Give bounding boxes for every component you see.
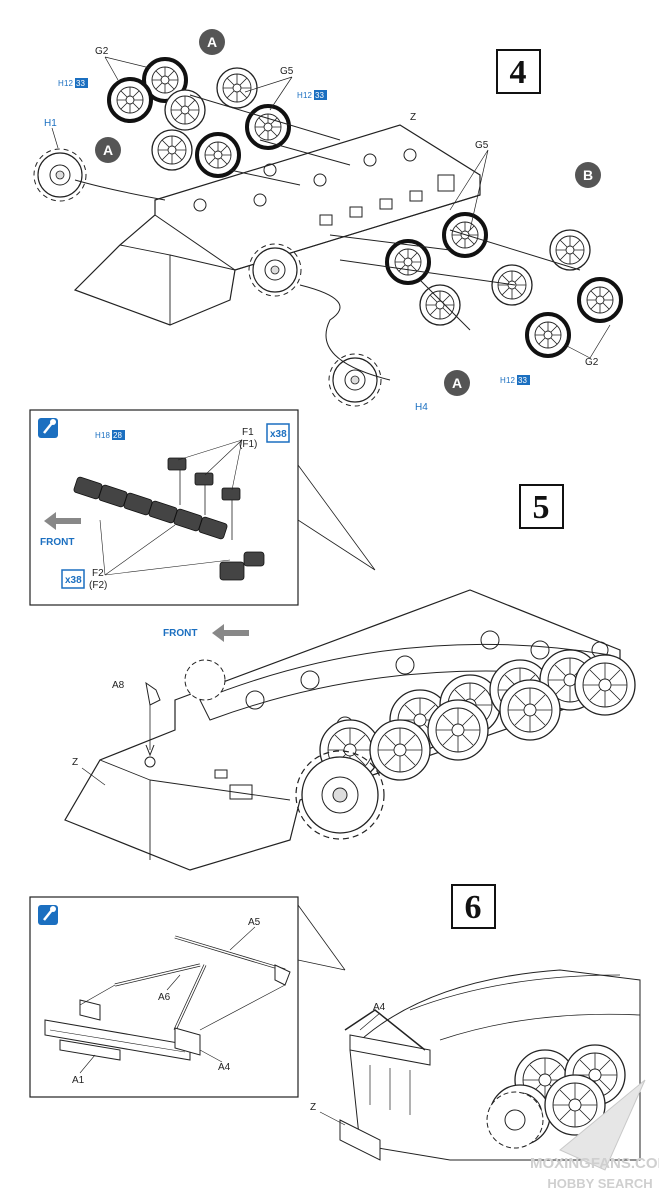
step-4-hull (73, 124, 481, 326)
label-front-inset: FRONT (40, 537, 74, 548)
step-5-box: 5 (519, 484, 564, 529)
label-f1: F1 (242, 427, 254, 438)
svg-text:B: B (583, 167, 593, 183)
label-z-step6: Z (310, 1102, 316, 1113)
svg-text:33: 33 (315, 91, 324, 100)
watermark-line2: HOBBY SEARCH (547, 1176, 652, 1191)
label-front: FRONT (163, 628, 197, 639)
step-6-hull: A4 Z (310, 969, 641, 1161)
label-f1-paren: (F1) (239, 439, 257, 450)
step-6-number: 6 (465, 889, 482, 926)
label-f2: F2 (92, 568, 104, 579)
svg-text:H: H (297, 91, 303, 100)
step-5-labels: FRONT A8 Z (72, 624, 249, 786)
svg-text:H: H (58, 79, 64, 88)
svg-text:A: A (452, 375, 462, 391)
svg-text:A: A (103, 142, 113, 158)
step-4-number: 4 (510, 54, 527, 91)
step-4-arrows (74, 94, 581, 381)
step-5-number: 5 (533, 489, 550, 526)
svg-text:18: 18 (101, 431, 110, 440)
label-x38-bottom: x38 (65, 575, 82, 586)
svg-text:12: 12 (64, 79, 73, 88)
label-g5-right: G5 (475, 140, 489, 151)
step-4-ref-3: H 12 33 (500, 375, 530, 385)
label-a6: A6 (158, 992, 171, 1003)
label-h4: H4 (415, 402, 428, 413)
step-4-callout-a2: A (95, 137, 121, 163)
step-4-wheels-right (328, 212, 623, 407)
svg-text:H: H (500, 376, 506, 385)
label-g2-right: G2 (585, 357, 599, 368)
step-5-inset: H 18 28 F1 (F1) x38 FRONT x38 F2 (29, 409, 376, 606)
label-a4-inset: A4 (218, 1062, 231, 1073)
step-4-ref-1: H 12 33 (58, 78, 88, 88)
step-4-callout-b: B (575, 162, 601, 188)
watermark: MOXINGFANS.COM HOBBY SEARCH (530, 1079, 659, 1191)
svg-text:33: 33 (76, 79, 85, 88)
step-6-inset: A5 A6 A1 A4 (29, 896, 346, 1098)
svg-text:A: A (207, 34, 217, 50)
watermark-line1: MOXINGFANS.COM (530, 1155, 659, 1172)
label-g5: G5 (280, 66, 294, 77)
paper-plane-icon (559, 1079, 646, 1171)
svg-text:33: 33 (518, 376, 527, 385)
label-a8: A8 (112, 680, 125, 691)
step-4-callout-a1: A (199, 29, 225, 55)
label-z-step5: Z (72, 757, 78, 768)
label-a4: A4 (373, 1002, 386, 1013)
label-f2-paren: (F2) (89, 580, 107, 591)
label-x38-top: x38 (270, 429, 287, 440)
svg-text:28: 28 (113, 431, 122, 440)
label-h1: H1 (44, 118, 57, 129)
step-4-labels: G2 G5 H1 Z G5 H4 G2 (44, 46, 611, 413)
step-4-ref-2: H 12 33 (297, 90, 327, 100)
step-5-running-gear (184, 649, 636, 840)
step-4-callout-a3: A (444, 370, 470, 396)
step-4-box: 4 (496, 49, 541, 94)
svg-text:H: H (95, 431, 101, 440)
label-z: Z (410, 112, 416, 123)
label-a1: A1 (72, 1075, 85, 1086)
label-g2: G2 (95, 46, 109, 57)
label-a5: A5 (248, 917, 261, 928)
step-6-box: 6 (451, 884, 496, 929)
svg-text:12: 12 (506, 376, 515, 385)
svg-text:12: 12 (303, 91, 312, 100)
